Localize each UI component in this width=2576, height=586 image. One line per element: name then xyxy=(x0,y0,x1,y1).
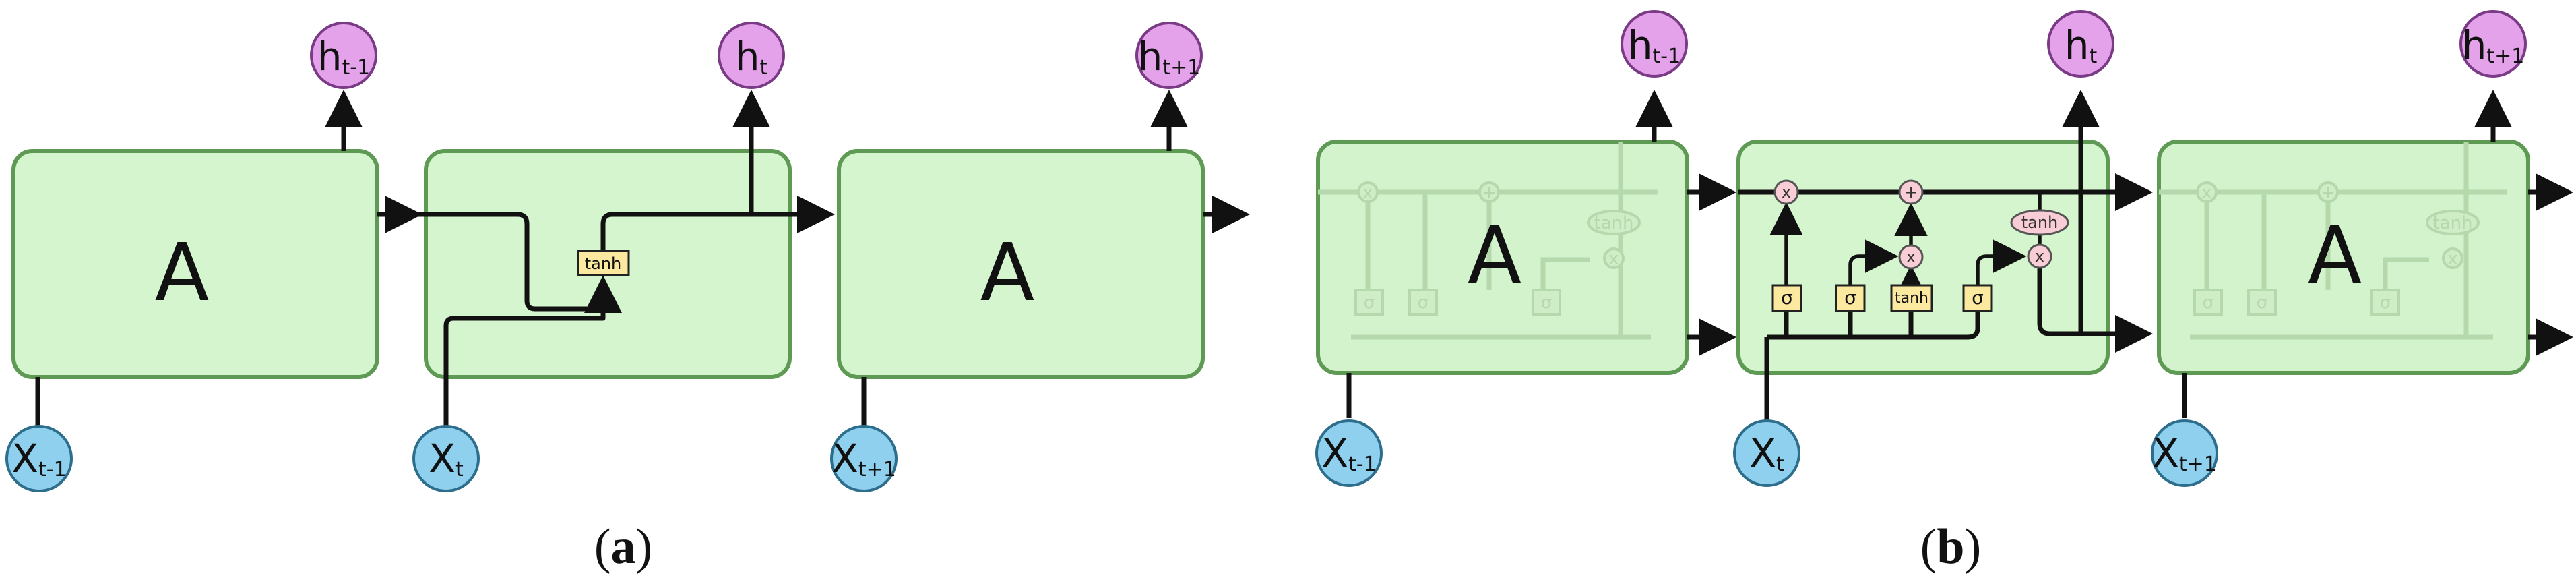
ghost-op: x xyxy=(2201,183,2211,203)
node-main: X xyxy=(831,436,858,481)
node-sub: t-1 xyxy=(1348,452,1377,476)
cell-label: A xyxy=(2308,209,2362,302)
rnn-cell-current: tanh xyxy=(377,90,835,459)
svg-text:ht+1: ht+1 xyxy=(1138,34,1201,80)
panel-a: A tanh A ht-1 xyxy=(5,22,1250,575)
node-sub: t+1 xyxy=(2486,45,2524,68)
add-op xyxy=(1898,179,1924,205)
svg-text:ht: ht xyxy=(2065,22,2098,68)
op-label: x xyxy=(1782,183,1791,202)
input-node-x-prev: Xt-1 xyxy=(5,425,73,492)
node-main: h xyxy=(735,34,760,80)
node-sub: t+1 xyxy=(2179,452,2217,476)
node-sub: t+1 xyxy=(858,458,896,481)
node-sub: t+1 xyxy=(1162,56,1200,80)
node-main: X xyxy=(2152,430,2179,476)
tanh-op-label: tanh xyxy=(2021,213,2059,232)
node-sub: t xyxy=(2090,45,2098,68)
svg-text:Xt+1: Xt+1 xyxy=(2152,430,2217,476)
node-main: h xyxy=(1138,34,1163,80)
node-sub: t xyxy=(1776,452,1784,476)
panel-b: x + x tanh σ σ σ A xyxy=(1315,10,2573,575)
caption-b: (b) xyxy=(1920,519,1981,575)
svg-text:Xt-1: Xt-1 xyxy=(1321,430,1376,476)
node-main: X xyxy=(1749,430,1776,476)
ghost-op: x xyxy=(2447,249,2457,269)
node-main: X xyxy=(11,436,38,481)
node-main: h xyxy=(2065,22,2090,68)
candidate-tanh-gate xyxy=(1890,284,1933,312)
ghost-gate: σ xyxy=(1364,293,1375,313)
caption-a: (a) xyxy=(594,519,652,575)
forget-gate xyxy=(1771,284,1802,312)
node-sub: t-1 xyxy=(1653,45,1681,68)
ghost-tanh: tanh xyxy=(1594,213,1633,233)
op-label: x xyxy=(2035,247,2044,266)
svg-text:Xt: Xt xyxy=(429,436,464,481)
lstm-cell-prev: x + x tanh σ σ σ A xyxy=(1316,140,1689,375)
ghost-gate: σ xyxy=(2203,293,2213,313)
ghost-tanh: tanh xyxy=(2432,213,2472,233)
node-main: X xyxy=(1321,430,1348,476)
node-main: h xyxy=(2462,22,2487,68)
ghost-gate: σ xyxy=(1541,293,1552,313)
node-sub: t-1 xyxy=(38,458,67,481)
output-node-h-next: ht+1 xyxy=(1135,22,1203,89)
svg-text:ht-1: ht-1 xyxy=(1628,22,1680,68)
ghost-gate: σ xyxy=(2380,293,2391,313)
cell-box xyxy=(11,149,379,379)
node-sub: t-1 xyxy=(342,56,371,80)
svg-text:ht+1: ht+1 xyxy=(2462,22,2525,68)
output-node-h-current: ht xyxy=(718,22,785,89)
multiply-op xyxy=(1898,244,1924,270)
ghost-op: x xyxy=(1608,249,1619,269)
input-gate xyxy=(1835,284,1866,312)
ghost-gate: σ xyxy=(2257,293,2267,313)
output-node-h-current: ht xyxy=(2047,10,2114,78)
op-label: + xyxy=(1904,183,1918,202)
ghost-gate: σ xyxy=(1418,293,1428,313)
rnn-cell-next: A xyxy=(837,149,1205,379)
svg-text:Xt: Xt xyxy=(1749,430,1784,476)
svg-text:ht-1: ht-1 xyxy=(317,34,370,80)
input-node-x-next: Xt+1 xyxy=(830,425,898,492)
ghost-op: + xyxy=(2321,183,2335,203)
op-label: x xyxy=(1906,247,1916,266)
cell-label: A xyxy=(155,226,210,319)
input-node-x-prev: Xt-1 xyxy=(1315,419,1383,487)
ghost-op: x xyxy=(1362,183,1373,203)
tanh-op xyxy=(2010,209,2069,236)
cell-box xyxy=(837,149,1205,379)
input-node-x-current: Xt xyxy=(1733,419,1800,487)
svg-text:Xt+1: Xt+1 xyxy=(831,436,896,481)
gate-label: σ xyxy=(1781,287,1793,309)
output-node-h-next: ht+1 xyxy=(2459,10,2527,78)
gate-label: σ xyxy=(1972,287,1984,309)
ghost-op: + xyxy=(1482,183,1497,203)
svg-text:ht: ht xyxy=(735,34,768,80)
output-node-h-prev: ht-1 xyxy=(1621,10,1688,78)
node-sub: t xyxy=(760,56,768,80)
cell-label: A xyxy=(1468,209,1522,302)
rnn-cell-prev: A xyxy=(11,149,379,379)
node-main: h xyxy=(317,34,342,80)
lstm-cell-current: x + x x tanh σ σ tanh σ xyxy=(1687,90,2153,459)
gate-label: σ xyxy=(1844,287,1856,309)
tanh-gate xyxy=(577,250,630,276)
input-node-x-current: Xt xyxy=(412,425,480,492)
input-node-x-next: Xt+1 xyxy=(2151,419,2218,487)
tanh-gate-label: tanh xyxy=(585,254,622,273)
node-sub: t xyxy=(455,458,464,481)
node-main: h xyxy=(1628,22,1653,68)
svg-text:Xt-1: Xt-1 xyxy=(11,436,66,481)
gate-label: tanh xyxy=(1895,290,1928,307)
output-node-h-prev: ht-1 xyxy=(310,22,377,89)
multiply-op xyxy=(1773,179,1799,205)
lstm-cell-next: x + x tanh σ σ σ A xyxy=(2157,140,2530,375)
node-main: X xyxy=(429,436,455,481)
cell-label: A xyxy=(980,226,1035,319)
output-gate xyxy=(1962,284,1993,312)
multiply-op xyxy=(2027,243,2052,269)
